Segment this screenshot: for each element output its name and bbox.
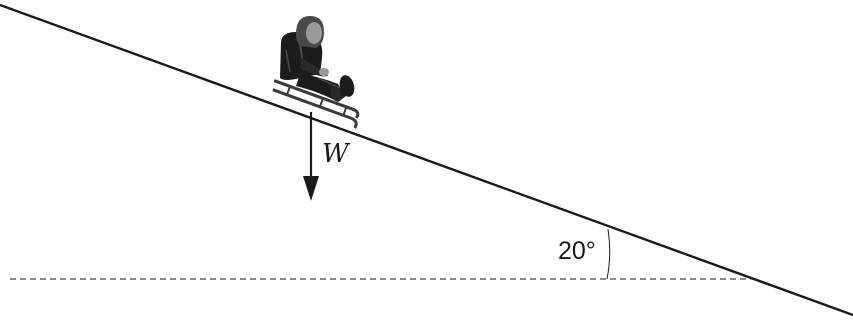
sled bbox=[272, 79, 360, 129]
sled-with-rider bbox=[272, 16, 360, 129]
angle-arc bbox=[606, 228, 611, 280]
angle-label: 20° bbox=[558, 237, 596, 265]
weight-force-arrow bbox=[303, 112, 319, 201]
weight-arrow-head bbox=[303, 176, 319, 201]
incline-slope-line bbox=[0, 3, 853, 317]
rider bbox=[280, 16, 355, 102]
weight-force-label: W bbox=[322, 139, 351, 169]
